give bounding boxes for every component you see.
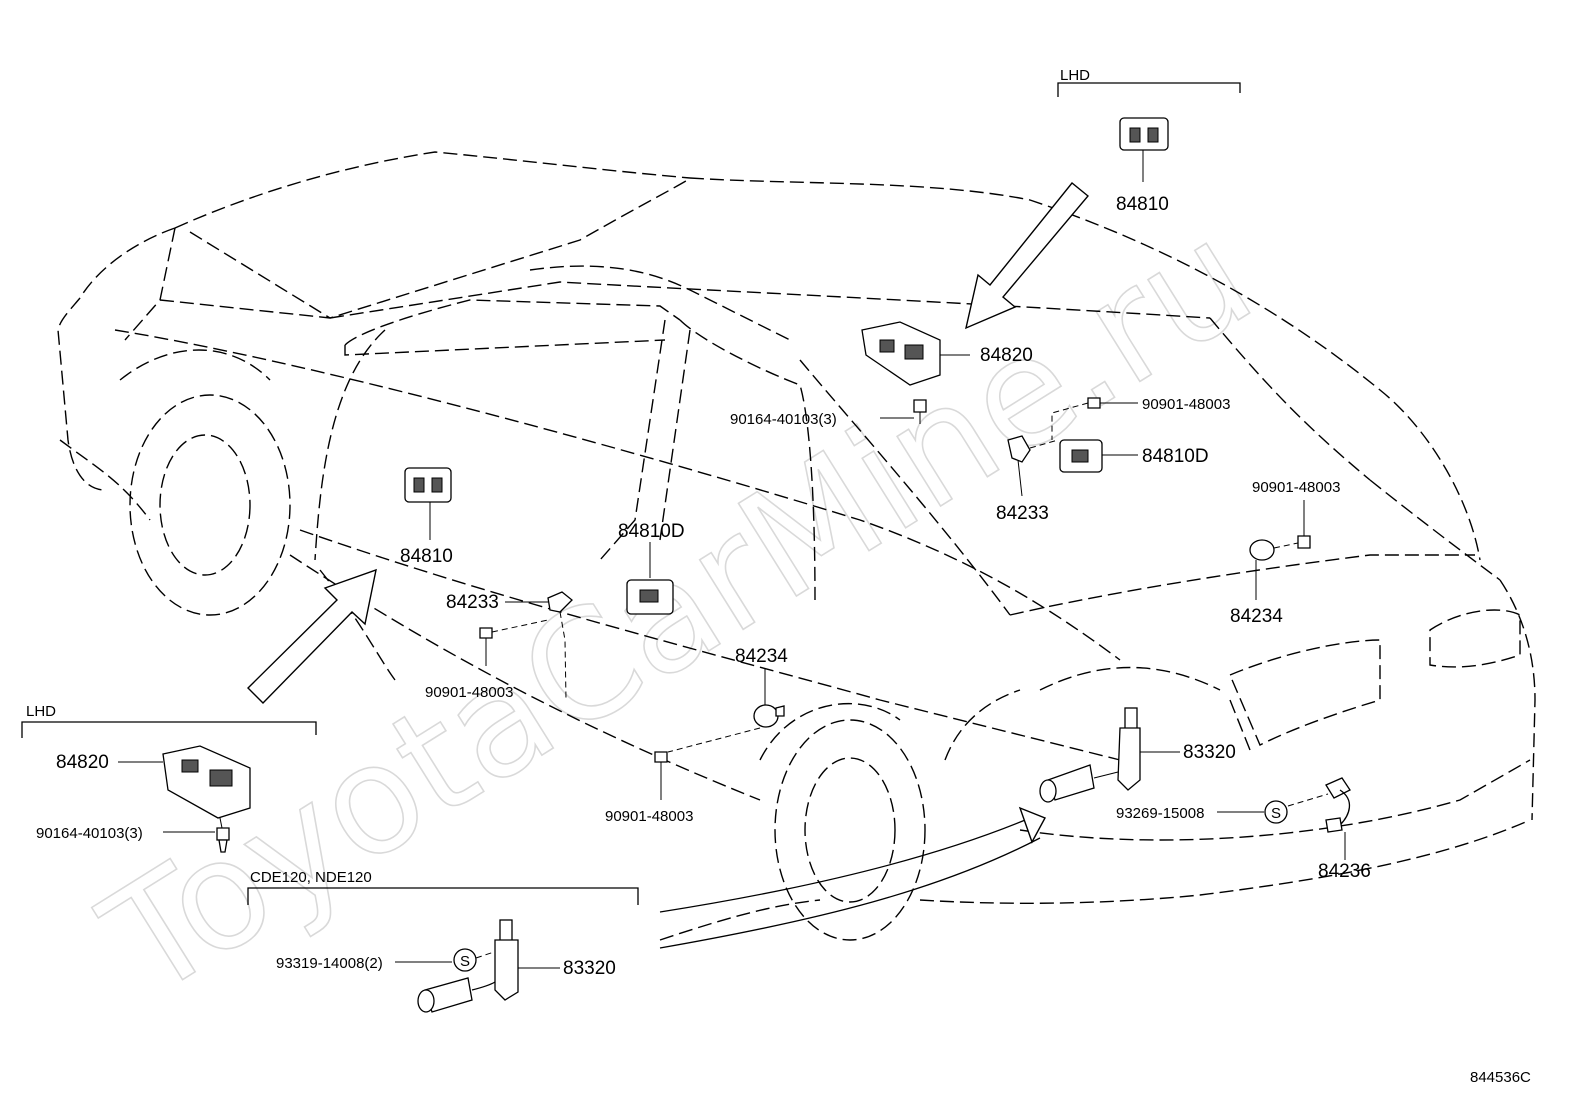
window-switch-84810d-right [1059, 439, 1138, 473]
label-90901-right: 90901-48003 [1252, 479, 1340, 496]
label-90901-top: 90901-48003 [1142, 396, 1230, 413]
label-90164-left: 90164-40103(3) [36, 825, 143, 842]
section-label-lhd-left: LHD [26, 703, 56, 720]
s-mark-2-text: S [460, 953, 470, 970]
label-83320-box: 83320 [563, 958, 616, 979]
label-84234-right: 84234 [1230, 606, 1283, 627]
pointer-arrow-top [965, 182, 1089, 330]
label-84810d-right: 84810D [1142, 446, 1209, 467]
screw-90901-low [654, 751, 668, 800]
car-body-outline [57, 151, 1536, 941]
section-label-model: CDE120, NDE120 [250, 869, 372, 886]
label-84810-mid: 84810 [400, 546, 453, 567]
s-mark-93269: S [1217, 793, 1329, 824]
pointer-arrow-left [247, 568, 377, 704]
s-mark-1-text: S [1271, 805, 1281, 822]
master-switch-84820-left [118, 745, 251, 819]
window-switch-84810-top [1119, 117, 1169, 182]
label-93319: 93319-14008(2) [276, 955, 383, 972]
window-switch-84810d-mid [626, 542, 674, 615]
master-switch-84820-top [861, 321, 970, 386]
section-lhd-top: LHD [1057, 67, 1241, 97]
section-lhd-left: LHD [21, 703, 317, 738]
s-mark-93319: S [395, 948, 501, 972]
pointer-arrow-bottom [659, 806, 1046, 949]
label-84233-mid: 84233 [446, 592, 499, 613]
courtesy-switch-84233-right [1007, 435, 1059, 497]
section-model-box: CDE120, NDE120 [247, 869, 639, 905]
label-90901-low: 90901-48003 [605, 808, 693, 825]
courtesy-switch-84233-mid [505, 591, 573, 701]
label-84810-top: 84810 [1116, 194, 1169, 215]
watermark-text: ToyotaCarMine.ru [76, 189, 1280, 1031]
label-84810d-mid: 84810D [618, 521, 685, 542]
screw-90164-left [163, 817, 230, 853]
screw-90901-right [1297, 500, 1311, 549]
screw-90901-top [1051, 397, 1138, 440]
label-84233-right: 84233 [996, 503, 1049, 524]
screw-90164-top [880, 399, 927, 424]
screw-90901-mid [479, 619, 549, 666]
label-84234-mid: 84234 [735, 646, 788, 667]
window-switch-84810-mid [404, 467, 452, 540]
figure-code: 844536C [1470, 1069, 1531, 1086]
label-93269: 93269-15008 [1116, 805, 1204, 822]
label-84236: 84236 [1318, 861, 1371, 882]
label-83320-rear: 83320 [1183, 742, 1236, 763]
section-label-lhd-top: LHD [1060, 67, 1090, 84]
label-84820-left: 84820 [56, 752, 109, 773]
fuel-lid-opener-83320-box [417, 919, 560, 1013]
switch-84234-mid [667, 668, 785, 753]
switch-84236 [1325, 777, 1351, 860]
label-90164-top: 90164-40103(3) [730, 411, 837, 428]
label-90901-mid: 90901-48003 [425, 684, 513, 701]
fuel-lid-opener-83320-rear [1039, 707, 1180, 803]
switch-84234-right [1249, 539, 1299, 600]
label-84820-top: 84820 [980, 345, 1033, 366]
